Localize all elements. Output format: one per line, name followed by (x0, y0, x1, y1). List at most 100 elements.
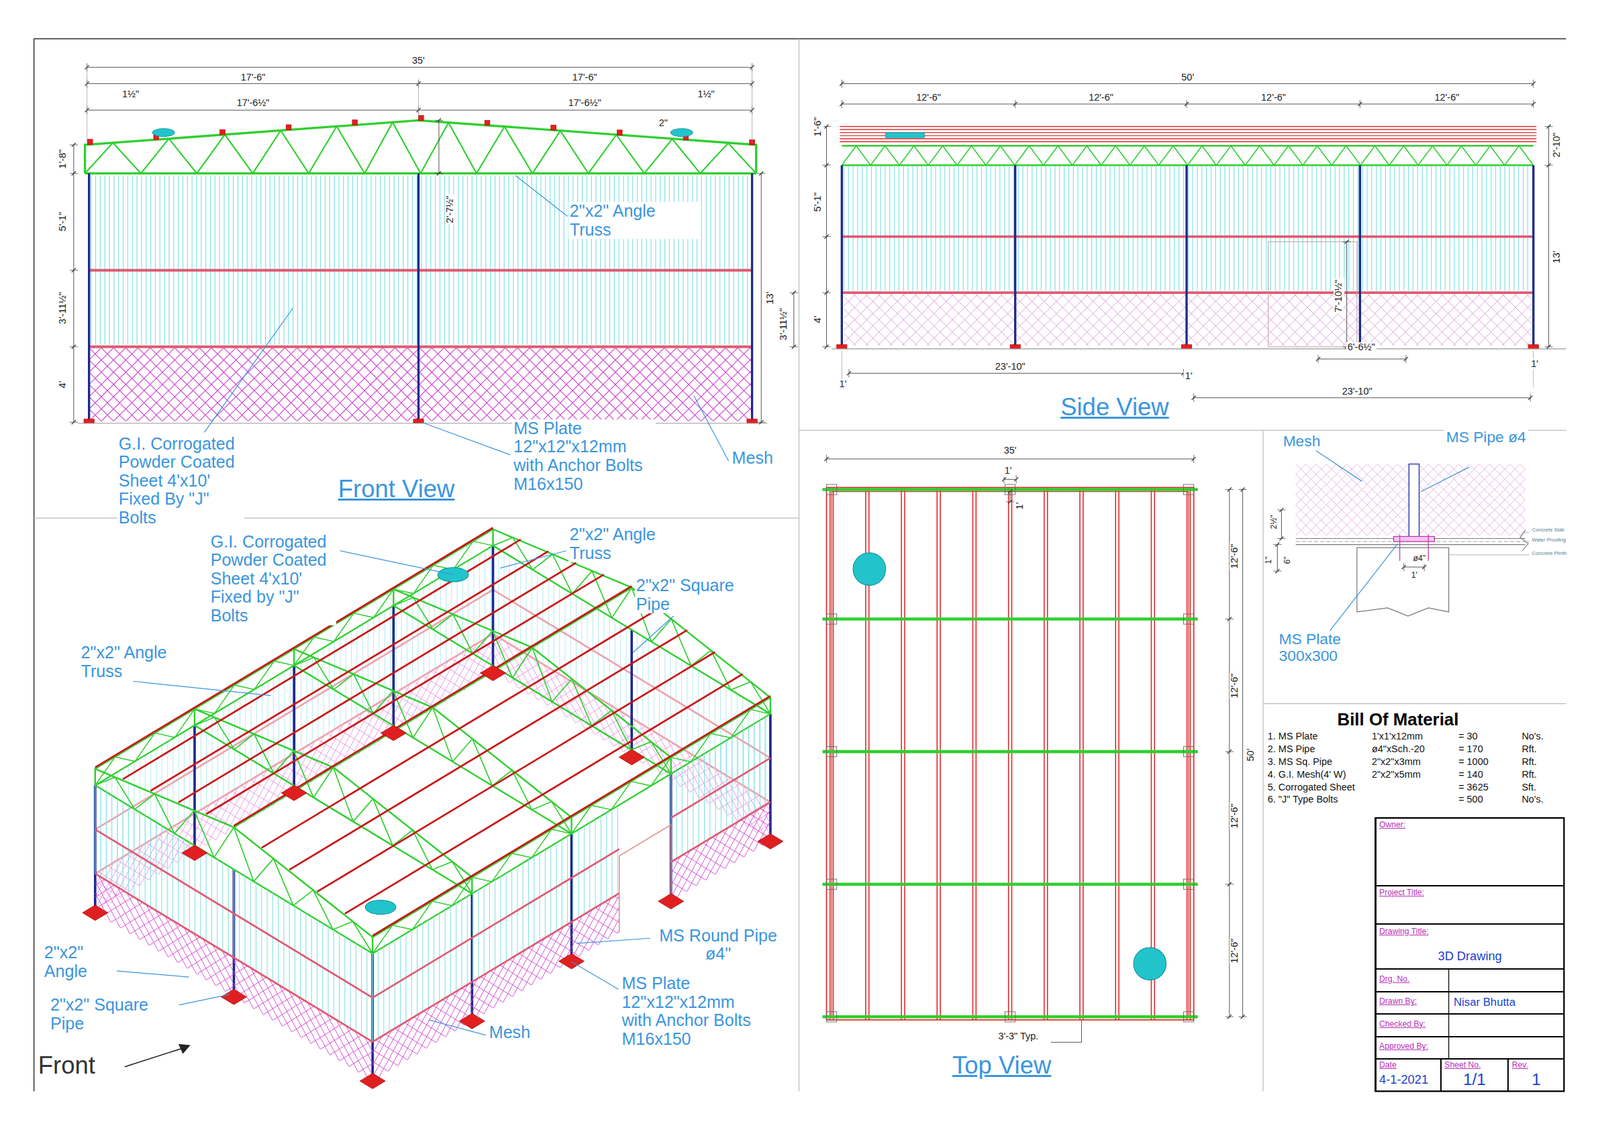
extension-line (1225, 1016, 1234, 1018)
mesh-line (1469, 464, 1526, 536)
sheet-line (1220, 166, 1221, 291)
mesh-line (615, 347, 689, 421)
mesh-line (639, 347, 713, 421)
sheet-line (1160, 166, 1162, 291)
mesh-line (590, 347, 664, 421)
sheet-line (228, 175, 229, 345)
sheet-line (1169, 166, 1170, 291)
sheet-line (921, 166, 923, 291)
mesh-line (51, 846, 83, 906)
column-mark (826, 614, 837, 625)
bom-cell: 4. G.I. Mesh(4' W) (1266, 769, 1348, 781)
extension-line (1318, 355, 1319, 364)
purlin (1114, 487, 1117, 1020)
border-line (33, 38, 35, 1092)
base-plate (83, 419, 94, 424)
leader-line (1524, 532, 1530, 533)
sheet-line (1343, 166, 1345, 291)
mesh-line (664, 865, 696, 886)
sheet-line (375, 175, 376, 345)
bom-cell: 1. MS Plate (1266, 731, 1320, 743)
mesh-line (251, 779, 283, 800)
roof-sheet-line (839, 126, 1537, 127)
leader-line (1326, 543, 1398, 636)
sheet-line (990, 166, 992, 291)
sheet-line (182, 175, 184, 345)
sheet-line (494, 175, 496, 345)
sheet-line (549, 175, 551, 345)
title-block-cell: Owner: (1375, 818, 1565, 886)
extension-line (1006, 501, 1015, 503)
sheet-line (361, 175, 363, 345)
sheet-line (1417, 166, 1419, 291)
mesh-line (248, 347, 322, 421)
dimension-text: 3'-11½" (778, 307, 790, 343)
sheet-line (563, 175, 565, 345)
sheet-line (696, 175, 698, 345)
sheet-line (315, 175, 317, 345)
sheet-line (591, 175, 592, 345)
callout-label: Mesh (730, 448, 775, 468)
truss-web (85, 122, 757, 174)
sheet-line (210, 175, 211, 345)
sheet-line (1357, 166, 1359, 291)
sheet-line (1297, 166, 1299, 291)
sheet-line (916, 166, 918, 291)
roof-ventilator (437, 567, 469, 582)
mesh-line (480, 347, 554, 421)
purlin (289, 630, 688, 870)
extension-line (1193, 393, 1194, 403)
mesh-line (138, 347, 212, 421)
field-label: Rev. (1512, 1061, 1529, 1070)
mesh-line (461, 988, 494, 1009)
field-label: Project Title: (1379, 888, 1425, 898)
dimension-text: 7'-10½" (1333, 277, 1345, 314)
sheet-line (636, 175, 638, 345)
mesh-line (1295, 464, 1368, 536)
mesh-line (40, 840, 73, 900)
mesh-line (1526, 293, 1532, 347)
column-mark (1183, 879, 1194, 890)
dimensions (789, 79, 1554, 403)
sheet-line (1128, 166, 1129, 291)
mesh-line (308, 744, 340, 766)
sheet-line (140, 175, 142, 345)
sheet-line (1467, 166, 1469, 291)
field-label: Drg. No. (1379, 975, 1410, 984)
base-plate (181, 845, 208, 862)
sheet-line (1270, 166, 1272, 291)
sheet-line (1412, 166, 1414, 291)
roof-truss (85, 115, 757, 174)
column-mark (1183, 746, 1194, 758)
sheet-line (1004, 166, 1005, 291)
dimension-text: 5'-1" (812, 191, 824, 214)
sheet-line (1508, 166, 1510, 291)
mesh-line (358, 347, 432, 421)
mesh-line (578, 347, 652, 421)
sheet-line (430, 175, 431, 345)
base-plate (1181, 344, 1192, 349)
mesh-line (725, 347, 753, 421)
mesh-line (517, 347, 591, 421)
field-label: Approved By: (1379, 1042, 1429, 1052)
extension-line (822, 292, 831, 294)
dimension-text: 17'-6" (239, 72, 268, 84)
sheet-line (320, 175, 321, 345)
column-mark (826, 879, 837, 890)
mesh-line (505, 347, 579, 421)
dimension-text: 12'-6" (1229, 937, 1241, 966)
leader-line (571, 961, 619, 990)
column (491, 545, 495, 674)
mesh-line (1326, 464, 1398, 536)
mesh-line (309, 347, 383, 421)
extension-line (1016, 475, 1017, 484)
mesh-line (89, 347, 102, 421)
mesh-line (676, 347, 750, 421)
mesh-line (480, 641, 513, 662)
mesh-line (223, 347, 297, 421)
sheet-line (136, 175, 137, 345)
roof-ventilator (1133, 947, 1167, 981)
sheet-line (1362, 166, 1364, 291)
mesh-line (431, 347, 505, 421)
sheet-line (1393, 166, 1395, 291)
